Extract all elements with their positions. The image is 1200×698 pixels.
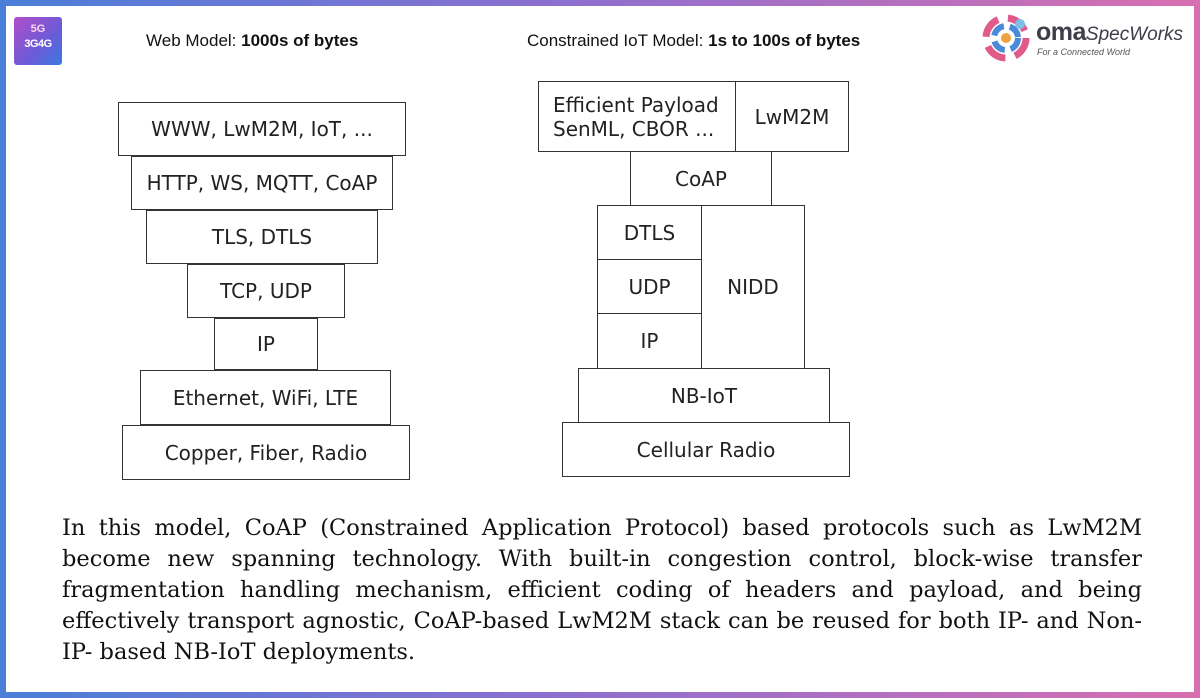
payload-line-2: SenML, CBOR ... xyxy=(553,116,715,141)
web-heading-prefix: Web Model: xyxy=(146,31,242,50)
web-layer-tcp-udp: TCP, UDP xyxy=(187,264,345,318)
web-layer-transport-protocols: HTTP, WS, MQTT, CoAP xyxy=(131,156,393,210)
badge-5g-text: 5G xyxy=(30,23,46,35)
web-layer-physical: Copper, Fiber, Radio xyxy=(122,425,410,480)
iot-layer-udp: UDP xyxy=(597,259,702,314)
iot-layer-coap: CoAP xyxy=(630,151,772,206)
iot-layer-lwm2m: LwM2M xyxy=(735,81,849,152)
oma-specworks-logo: omaSpecWorks For a Connected World xyxy=(980,12,1190,64)
oma-tagline: For a Connected World xyxy=(1037,47,1131,57)
iot-heading-bold: 1s to 100s of bytes xyxy=(708,31,861,50)
web-model-heading: Web Model: 1000s of bytes xyxy=(146,31,358,51)
oma-swirl-icon xyxy=(982,14,1030,62)
badge-3g4g-text: 3G4G xyxy=(24,38,52,50)
web-layer-application: WWW, LwM2M, IoT, ... xyxy=(118,102,406,156)
web-layer-ip: IP xyxy=(214,318,318,370)
iot-layer-dtls: DTLS xyxy=(597,205,702,260)
web-heading-bold: 1000s of bytes xyxy=(241,31,359,50)
description-paragraph: In this model, CoAP (Constrained Applica… xyxy=(62,515,1142,665)
web-layer-link: Ethernet, WiFi, LTE xyxy=(140,370,391,425)
iot-layer-ip: IP xyxy=(597,313,702,369)
iot-model-heading: Constrained IoT Model: 1s to 100s of byt… xyxy=(527,31,860,51)
web-layer-security: TLS, DTLS xyxy=(146,210,378,264)
oma-wordmark: omaSpecWorks xyxy=(1036,18,1184,46)
iot-layer-nidd: NIDD xyxy=(701,205,805,369)
3g4g-badge-logo: 5G 3G4G xyxy=(14,17,62,65)
iot-layer-payload: Efficient Payload SenML, CBOR ... xyxy=(538,81,736,152)
iot-layer-nbiot: NB-IoT xyxy=(578,368,830,423)
iot-heading-prefix: Constrained IoT Model: xyxy=(527,31,709,50)
iot-layer-cellular-radio: Cellular Radio xyxy=(562,422,850,477)
payload-line-1: Efficient Payload xyxy=(553,92,719,117)
